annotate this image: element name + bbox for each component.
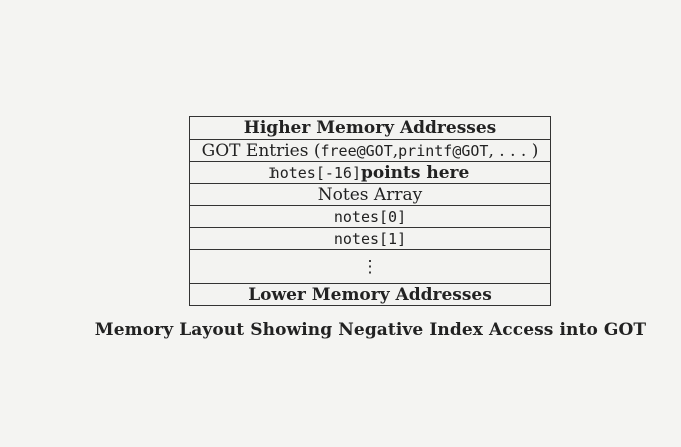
memory-row-got-text: free@GOT <box>320 141 393 160</box>
memory-row-got-text: , . . . ) <box>488 140 539 161</box>
memory-row-notes-neg16: notes[-16] points here <box>190 161 550 183</box>
memory-row-notes-array-text: Notes Array <box>317 184 423 205</box>
memory-row-notes1: notes[1] <box>190 227 550 249</box>
memory-row-lower-text: Lower Memory Addresses <box>248 284 492 305</box>
memory-row-notes-neg16-text: notes[-16] <box>270 163 361 182</box>
memory-row-notes-array: Notes Array <box>190 183 550 205</box>
memory-row-notes0: notes[0] <box>190 205 550 227</box>
memory-row-notes0-text: notes[0] <box>333 207 407 226</box>
memory-row-ellipsis-text: ⋮ <box>361 256 379 277</box>
memory-row-ellipsis: ⋮ <box>190 249 550 283</box>
text-cursor-icon: I <box>268 166 277 182</box>
diagram-caption: Memory Layout Showing Negative Index Acc… <box>94 320 647 340</box>
memory-row-got: GOT Entries (free@GOT, printf@GOT, . . .… <box>190 139 550 161</box>
memory-row-higher-text: Higher Memory Addresses <box>243 118 497 138</box>
memory-row-notes1-text: notes[1] <box>333 229 407 248</box>
memory-row-lower: Lower Memory Addresses <box>190 283 550 305</box>
memory-row-notes-neg16-text: points here <box>360 162 470 183</box>
memory-row-got-text: GOT Entries ( <box>201 140 321 161</box>
memory-row-got-text: printf@GOT <box>398 141 489 160</box>
memory-row-higher: Higher Memory Addresses <box>190 117 550 139</box>
memory-row-got-text: , <box>392 140 399 161</box>
